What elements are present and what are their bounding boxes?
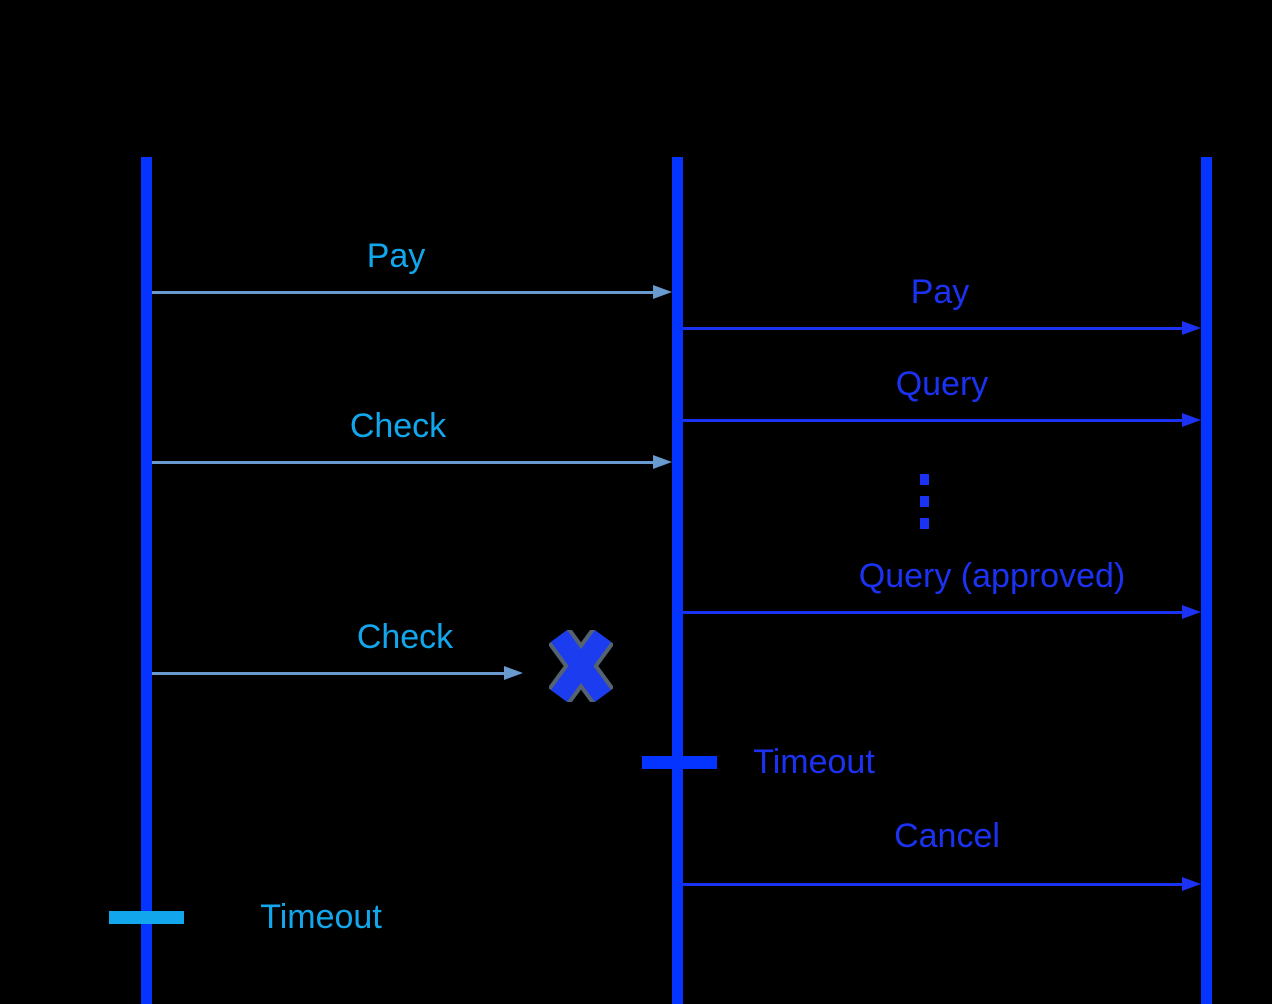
message-line bbox=[152, 461, 656, 464]
message-label: Pay bbox=[910, 273, 970, 311]
message-line bbox=[683, 611, 1185, 614]
arrowhead-icon bbox=[1182, 877, 1201, 891]
timeout-tick bbox=[642, 756, 717, 769]
arrowhead-icon bbox=[1182, 413, 1201, 427]
message-line bbox=[683, 419, 1185, 422]
arrowhead-icon bbox=[1182, 605, 1201, 619]
arrowhead-icon bbox=[1182, 321, 1201, 335]
timeout-label: Timeout bbox=[753, 743, 875, 781]
ellipsis-dot bbox=[920, 496, 929, 507]
arrowhead-icon bbox=[653, 455, 672, 469]
arrowhead-icon bbox=[653, 285, 672, 299]
lifeline-right bbox=[1201, 157, 1212, 1004]
ellipsis-dot bbox=[920, 518, 929, 529]
message-label: Check bbox=[356, 618, 454, 656]
message-label: Cancel bbox=[894, 817, 1000, 855]
timeout-label: Timeout bbox=[260, 898, 382, 936]
ellipsis-dot bbox=[920, 474, 929, 485]
message-line bbox=[152, 291, 656, 294]
arrowhead-icon bbox=[504, 666, 523, 680]
message-label: Query bbox=[895, 365, 989, 403]
timeout-tick bbox=[109, 911, 184, 924]
message-label: Query (approved) bbox=[858, 557, 1126, 595]
lifeline-middle bbox=[672, 157, 683, 1004]
lost-message-x-icon bbox=[547, 627, 615, 707]
message-line bbox=[152, 672, 507, 675]
message-line bbox=[683, 327, 1185, 330]
message-label: Check bbox=[349, 407, 447, 445]
message-label: Pay bbox=[366, 237, 426, 275]
message-line bbox=[683, 883, 1185, 886]
lifeline-left bbox=[141, 157, 152, 1004]
